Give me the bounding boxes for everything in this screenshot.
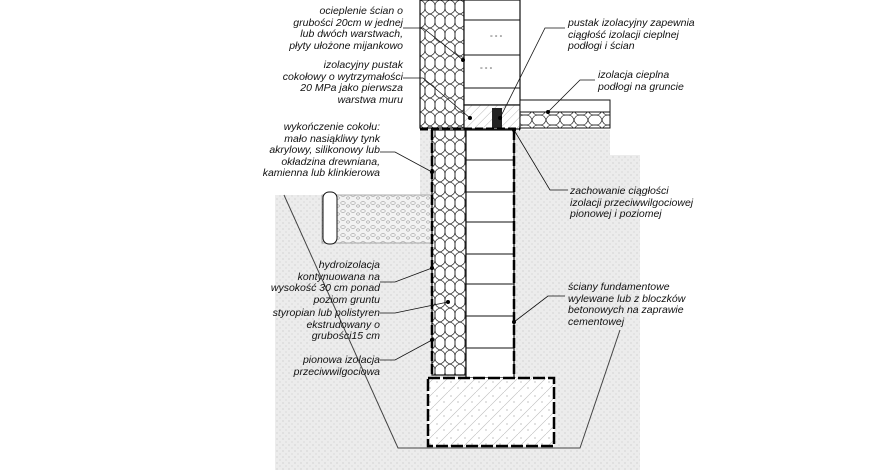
- svg-text:° ° °: ° ° °: [480, 66, 492, 74]
- label-floor-insulation: izolacja cieplna podłogi na gruncie: [598, 69, 684, 93]
- label-block-continuity: pustak izolacyjny zapewnia ciągłość izol…: [568, 17, 695, 52]
- label-wall-insulation: ocieplenie ścian o grubości 20cm w jedne…: [289, 5, 403, 52]
- label-damp-continuity: zachowanie ciągłości izolacji przeciwwil…: [570, 185, 694, 220]
- label-plinth-finish: wykończenie cokołu: mało nasiąkliwy tynk…: [262, 121, 380, 179]
- floor-insulation: [519, 111, 611, 129]
- label-waterproofing: hydroizolacja kontynuowana na wysokość 3…: [270, 259, 380, 306]
- footing: [426, 376, 556, 448]
- foundation-wall: [465, 129, 515, 379]
- upper-wall-blocks: ° ° ° ° ° °: [463, 0, 521, 106]
- label-vertical-damp: pionowa izolacja przeciwwilgociowa: [293, 354, 380, 378]
- wall-insulation: [419, 0, 465, 129]
- svg-text:° ° °: ° ° °: [490, 34, 502, 42]
- leader-dots: [430, 58, 550, 342]
- curb: [322, 191, 338, 245]
- label-plinth-block: izolacyjny pustak cokołowy o wytrzymałoś…: [282, 59, 403, 106]
- floor-slab: [519, 99, 611, 113]
- xps-insulation: [431, 129, 467, 376]
- label-foundation-walls: ściany fundamentowe wylewane lub z blocz…: [568, 281, 686, 328]
- leader-lines: [380, 27, 595, 361]
- label-xps: styropian lub polistyren ekstrudowany o …: [272, 307, 380, 342]
- gravel-layer: [321, 194, 435, 244]
- plinth-block-core: [492, 108, 502, 128]
